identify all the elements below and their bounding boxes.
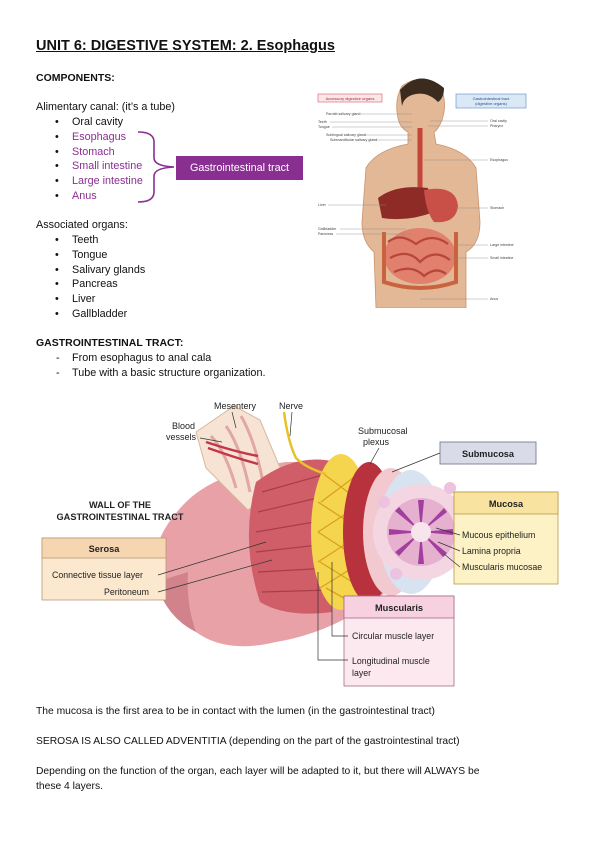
label-sublingual: Sublingual salivary gland <box>326 133 366 137</box>
list-item: Large intestine <box>36 174 143 189</box>
label-pharynx: Pharynx <box>490 124 503 128</box>
alimentary-list: Oral cavity Esophagus Stomach Small inte… <box>36 115 143 204</box>
list-item: Small intestine <box>36 159 143 174</box>
serosa-box: Serosa <box>89 544 121 554</box>
submucosa-box: Submucosa <box>462 449 515 459</box>
lamina-propria-label: Lamina propria <box>462 546 521 556</box>
longitudinal-muscle-label-2: layer <box>352 668 371 678</box>
label-parotid: Parotid salivary gland <box>326 112 360 116</box>
peritoneum-label: Peritoneum <box>104 587 149 597</box>
label-gallbladder: Gallbladder <box>318 227 337 231</box>
label-oral-cavity: Oral cavity <box>490 119 507 123</box>
alimentary-canal-label: Alimentary canal: (it’s a tube) <box>36 101 176 113</box>
submucosal-plexus-label-1: Submucosal <box>358 426 408 436</box>
label-large-intestine: Large intestine <box>490 243 514 247</box>
circular-muscle-label: Circular muscle layer <box>352 631 434 641</box>
connective-tissue-label: Connective tissue layer <box>52 570 143 580</box>
gi-tract-box: Gastrointestinal tract <box>473 96 511 101</box>
gi-wall-figure: WALL OF THE GASTROINTESTINAL TRACT Mesen… <box>41 401 559 687</box>
blood-vessels-label-1: Blood <box>172 421 195 431</box>
list-item: Salivary glands <box>36 263 145 278</box>
digestive-anatomy-figure: Accessory digestive organs Gastrointesti… <box>316 72 532 308</box>
list-item: Teeth <box>36 233 145 248</box>
submucosal-plexus-label-2: plexus <box>363 437 390 447</box>
accessory-organs-box: Accessory digestive organs <box>326 96 375 101</box>
mesentery-label: Mesentery <box>214 401 257 411</box>
list-item: Tongue <box>36 248 145 263</box>
muscularis-mucosae-label: Muscularis mucosae <box>462 562 542 572</box>
list-item: From esophagus to anal cala <box>36 351 265 366</box>
paragraph-layers-1: Depending on the function of the organ, … <box>36 766 480 777</box>
label-esophagus: Esophagus <box>490 158 508 162</box>
figure-title-line2: GASTROINTESTINAL TRACT <box>57 512 184 522</box>
page-title: UNIT 6: DIGESTIVE SYSTEM: 2. Esophagus <box>36 38 335 54</box>
nerve-label: Nerve <box>279 401 303 411</box>
list-item: Liver <box>36 292 145 307</box>
list-item: Stomach <box>36 145 143 160</box>
gi-tract-heading: GASTROINTESTINAL TRACT: <box>36 337 184 349</box>
figure-title-line1: WALL OF THE <box>89 500 151 510</box>
muscularis-box: Muscularis <box>375 603 423 613</box>
list-item: Pancreas <box>36 277 145 292</box>
gastrointestinal-tract-badge: Gastrointestinal tract <box>176 156 303 180</box>
components-heading: COMPONENTS: <box>36 72 115 84</box>
label-liver: Liver <box>318 203 327 207</box>
paragraph-layers-2: these 4 layers. <box>36 781 103 792</box>
blood-vessels-label-2: vessels <box>166 432 197 442</box>
gi-tract-list: From esophagus to anal cala Tube with a … <box>36 351 265 381</box>
paragraph-serosa: SEROSA IS ALSO CALLED ADVENTITIA (depend… <box>36 736 460 747</box>
list-item: Esophagus <box>36 130 143 145</box>
associated-organs-label: Associated organs: <box>36 219 128 231</box>
list-item: Anus <box>36 189 143 204</box>
longitudinal-muscle-label-1: Longitudinal muscle <box>352 656 430 666</box>
label-submandibular: Submandibular salivary gland <box>330 138 377 142</box>
list-item: Oral cavity <box>36 115 143 130</box>
label-tongue: Tongue <box>318 125 330 129</box>
associated-list: Teeth Tongue Salivary glands Pancreas Li… <box>36 233 145 322</box>
label-pancreas: Pancreas <box>318 232 333 236</box>
label-teeth: Teeth <box>318 120 327 124</box>
curly-brace-icon <box>137 131 175 203</box>
gi-tract-box-sub: (digestive organs) <box>475 101 507 106</box>
mucous-epithelium-label: Mucous epithelium <box>462 530 535 540</box>
mucosa-box: Mucosa <box>489 499 524 509</box>
paragraph-mucosa: The mucosa is the first area to be in co… <box>36 706 435 717</box>
label-small-intestine: Small intestine <box>490 256 513 260</box>
label-stomach: Stomach <box>490 206 504 210</box>
list-item: Tube with a basic structure organization… <box>36 366 265 381</box>
label-anus: Anus <box>490 297 498 301</box>
list-item: Gallbladder <box>36 307 145 322</box>
